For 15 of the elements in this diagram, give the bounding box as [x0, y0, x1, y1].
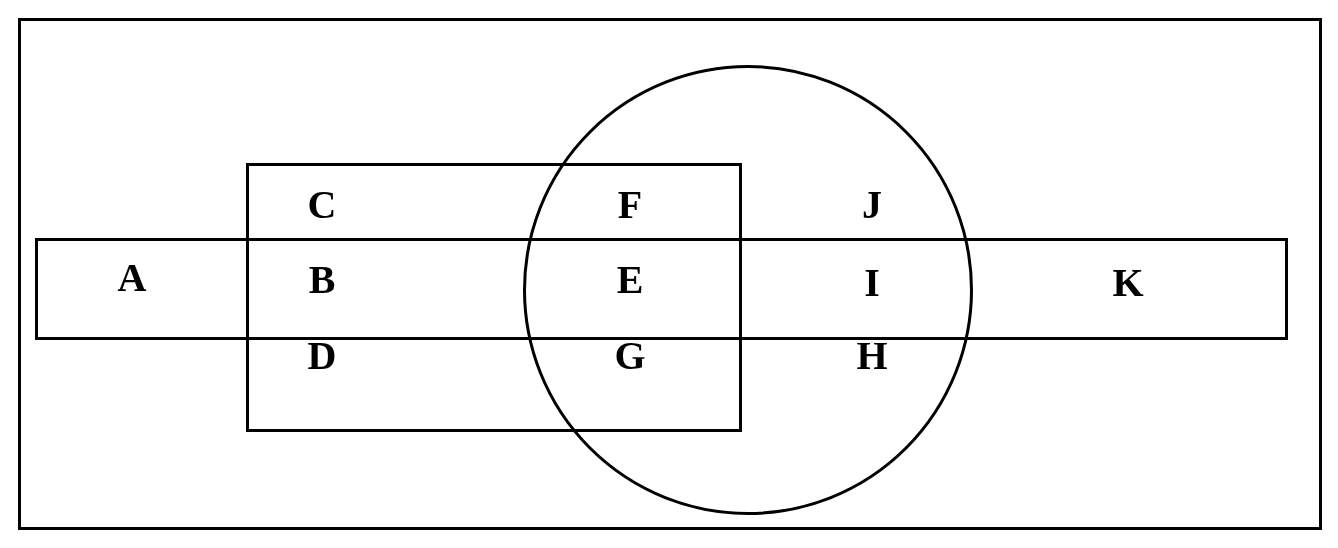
region-letter: E [616, 260, 644, 300]
band-region [35, 238, 1288, 340]
frame-box [18, 18, 1322, 530]
rectangle-region [246, 163, 742, 432]
region-letter: J [862, 185, 882, 225]
region-letter: K [1112, 263, 1144, 303]
region-letter: G [614, 336, 646, 376]
region-letter: I [864, 263, 880, 303]
region-letter: B [308, 260, 336, 300]
region-letter: D [307, 336, 337, 376]
circle-region [523, 65, 973, 515]
region-letter: H [856, 336, 888, 376]
region-letter: F [617, 185, 643, 225]
region-letter: C [307, 185, 337, 225]
region-letter: A [117, 258, 147, 298]
